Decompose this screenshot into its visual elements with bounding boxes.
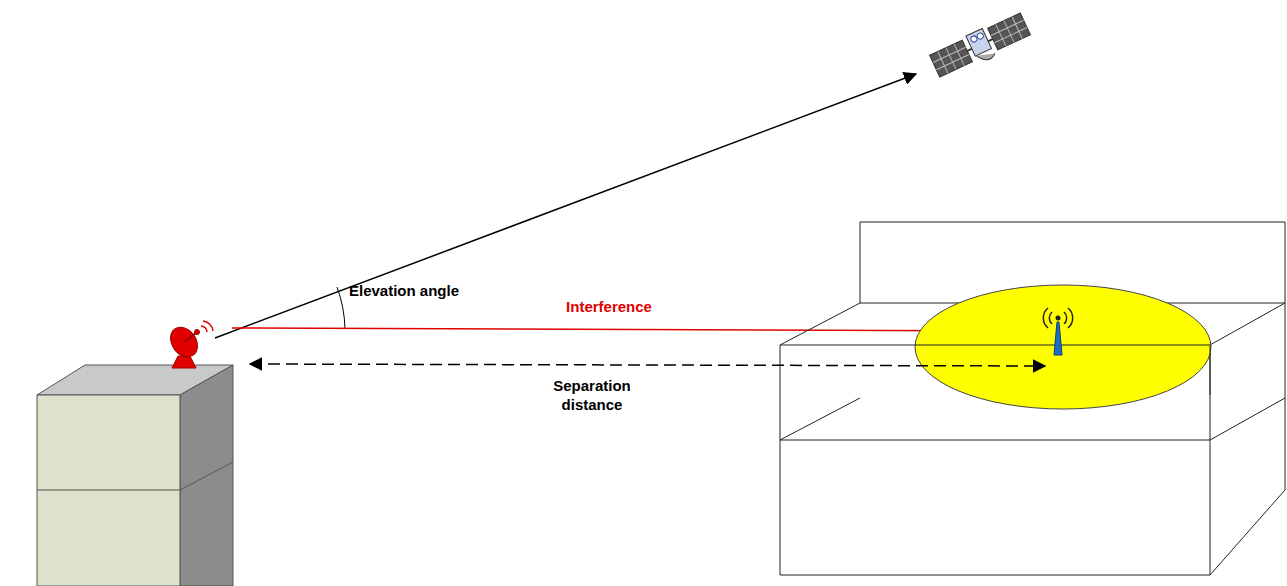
- line-label: Elevation angle: [346, 280, 462, 301]
- elevation-arc: [337, 287, 345, 329]
- coverage-area: [915, 285, 1211, 409]
- separation-arrow: [250, 364, 1045, 366]
- line-label: Separation distance: [539, 375, 645, 415]
- satellite: [929, 11, 1033, 81]
- satellite-link: [215, 74, 916, 338]
- satellite-dish: [165, 321, 213, 368]
- base-station: [1043, 308, 1072, 355]
- wireframe-front: [915, 345, 1210, 395]
- line-label: Interference: [563, 296, 655, 317]
- building: [37, 365, 233, 586]
- building-wireframe: [780, 222, 1285, 575]
- interference-arrow: [232, 328, 1020, 331]
